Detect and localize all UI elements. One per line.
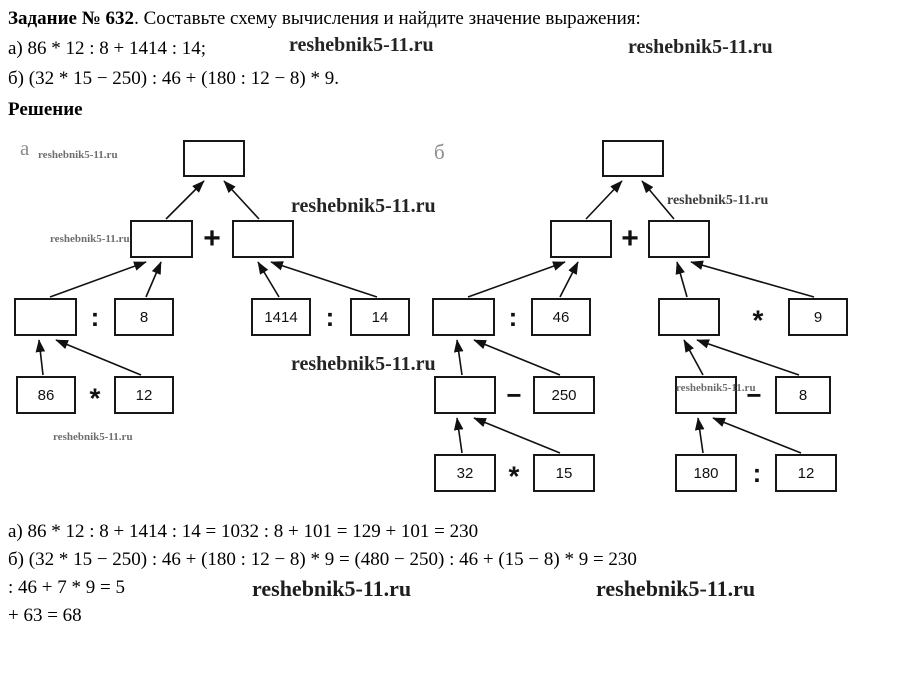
diagram-a-divide-left-operator: :	[90, 302, 100, 332]
diagram-b-difference-right-box	[658, 298, 720, 336]
watermark: reshebnik5-11.ru	[291, 195, 436, 217]
diagram-b-multiply-bottom-operator: *	[508, 460, 520, 492]
diagram-b-divide-bottom-operator: :	[752, 458, 762, 488]
diagram-b-box-250: 250	[533, 376, 595, 414]
watermark: reshebnik5-11.ru	[628, 36, 773, 58]
diagram-a-box-8: 8	[114, 298, 174, 336]
result-line-b3: + 63 = 68	[8, 605, 82, 626]
diagram-a-quotient-left-box	[130, 220, 193, 258]
diagram-b-label: б	[434, 140, 445, 164]
diagram-a-box-12: 12	[114, 376, 174, 414]
watermark: reshebnik5-11.ru	[596, 576, 756, 601]
result-line-a: а) 86 * 12 : 8 + 1414 : 14 = 1032 : 8 + …	[8, 521, 479, 542]
result-line-b2: : 46 + 7 * 9 = 5	[8, 577, 125, 598]
diagram-a-product-box	[14, 298, 77, 336]
diagram-b-box-9: 9	[788, 298, 848, 336]
diagram-a-label: а	[20, 136, 30, 160]
diagram-a-box-86: 86	[16, 376, 76, 414]
diagram-b-divide-top-operator: :	[508, 302, 518, 332]
diagram-b-quotient-bottom-box	[675, 376, 737, 414]
diagram-b-result-box	[602, 140, 664, 177]
expression-a: а) 86 * 12 : 8 + 1414 : 14;	[8, 38, 207, 59]
diagram-b-arrows	[453, 180, 815, 454]
diagram-b-minus-left-operator: −	[506, 380, 522, 410]
diagram-b-box-32: 32	[434, 454, 496, 492]
diagram-a-multiply-operator: *	[89, 382, 101, 414]
result-line-b1: б) (32 * 15 − 250) : 46 + (180 : 12 − 8)…	[8, 549, 637, 570]
diagram-b-box-180: 180	[675, 454, 737, 492]
diagram-b-difference-left-box	[432, 298, 495, 336]
diagram-a-box-14: 14	[350, 298, 410, 336]
watermark: reshebnik5-11.ru	[53, 431, 133, 443]
diagram-a-arrows	[35, 180, 378, 376]
task-text: . Составьте схему вычисления и найдите з…	[134, 8, 641, 29]
task-number: Задание № 632	[8, 8, 135, 29]
diagram-b-plus-operator: +	[621, 222, 639, 255]
diagram-a-quotient-right-box	[232, 220, 294, 258]
diagram-b-minus-right-operator: −	[746, 380, 762, 410]
diagram-b-product-top-box	[648, 220, 710, 258]
watermark: reshebnik5-11.ru	[676, 382, 756, 394]
watermark: reshebnik5-11.ru	[289, 34, 434, 56]
solution-heading: Решение	[8, 99, 83, 120]
diagram-a-box-1414: 1414	[251, 298, 311, 336]
diagram-b-multiply-top-operator: *	[752, 304, 764, 336]
task-title: Задание № 632. Составьте схему вычислени…	[8, 8, 641, 30]
diagram-b-box-12: 12	[775, 454, 837, 492]
diagram-b-box-8: 8	[775, 376, 831, 414]
diagram-a-plus-operator: +	[203, 222, 221, 255]
expression-b: б) (32 * 15 − 250) : 46 + (180 : 12 − 8)…	[8, 68, 340, 89]
watermark: reshebnik5-11.ru	[252, 576, 412, 601]
diagram-b-box-15: 15	[533, 454, 595, 492]
diagram-b-product-bottom-box	[434, 376, 496, 414]
diagram-a-divide-right-operator: :	[325, 302, 335, 332]
watermark: reshebnik5-11.ru	[38, 149, 118, 161]
diagram-b-quotient-box	[550, 220, 612, 258]
diagram-b-box-46: 46	[531, 298, 591, 336]
watermark: reshebnik5-11.ru	[667, 193, 769, 208]
diagram-a-result-box	[183, 140, 245, 177]
watermark: reshebnik5-11.ru	[50, 233, 130, 245]
watermark: reshebnik5-11.ru	[291, 353, 436, 375]
